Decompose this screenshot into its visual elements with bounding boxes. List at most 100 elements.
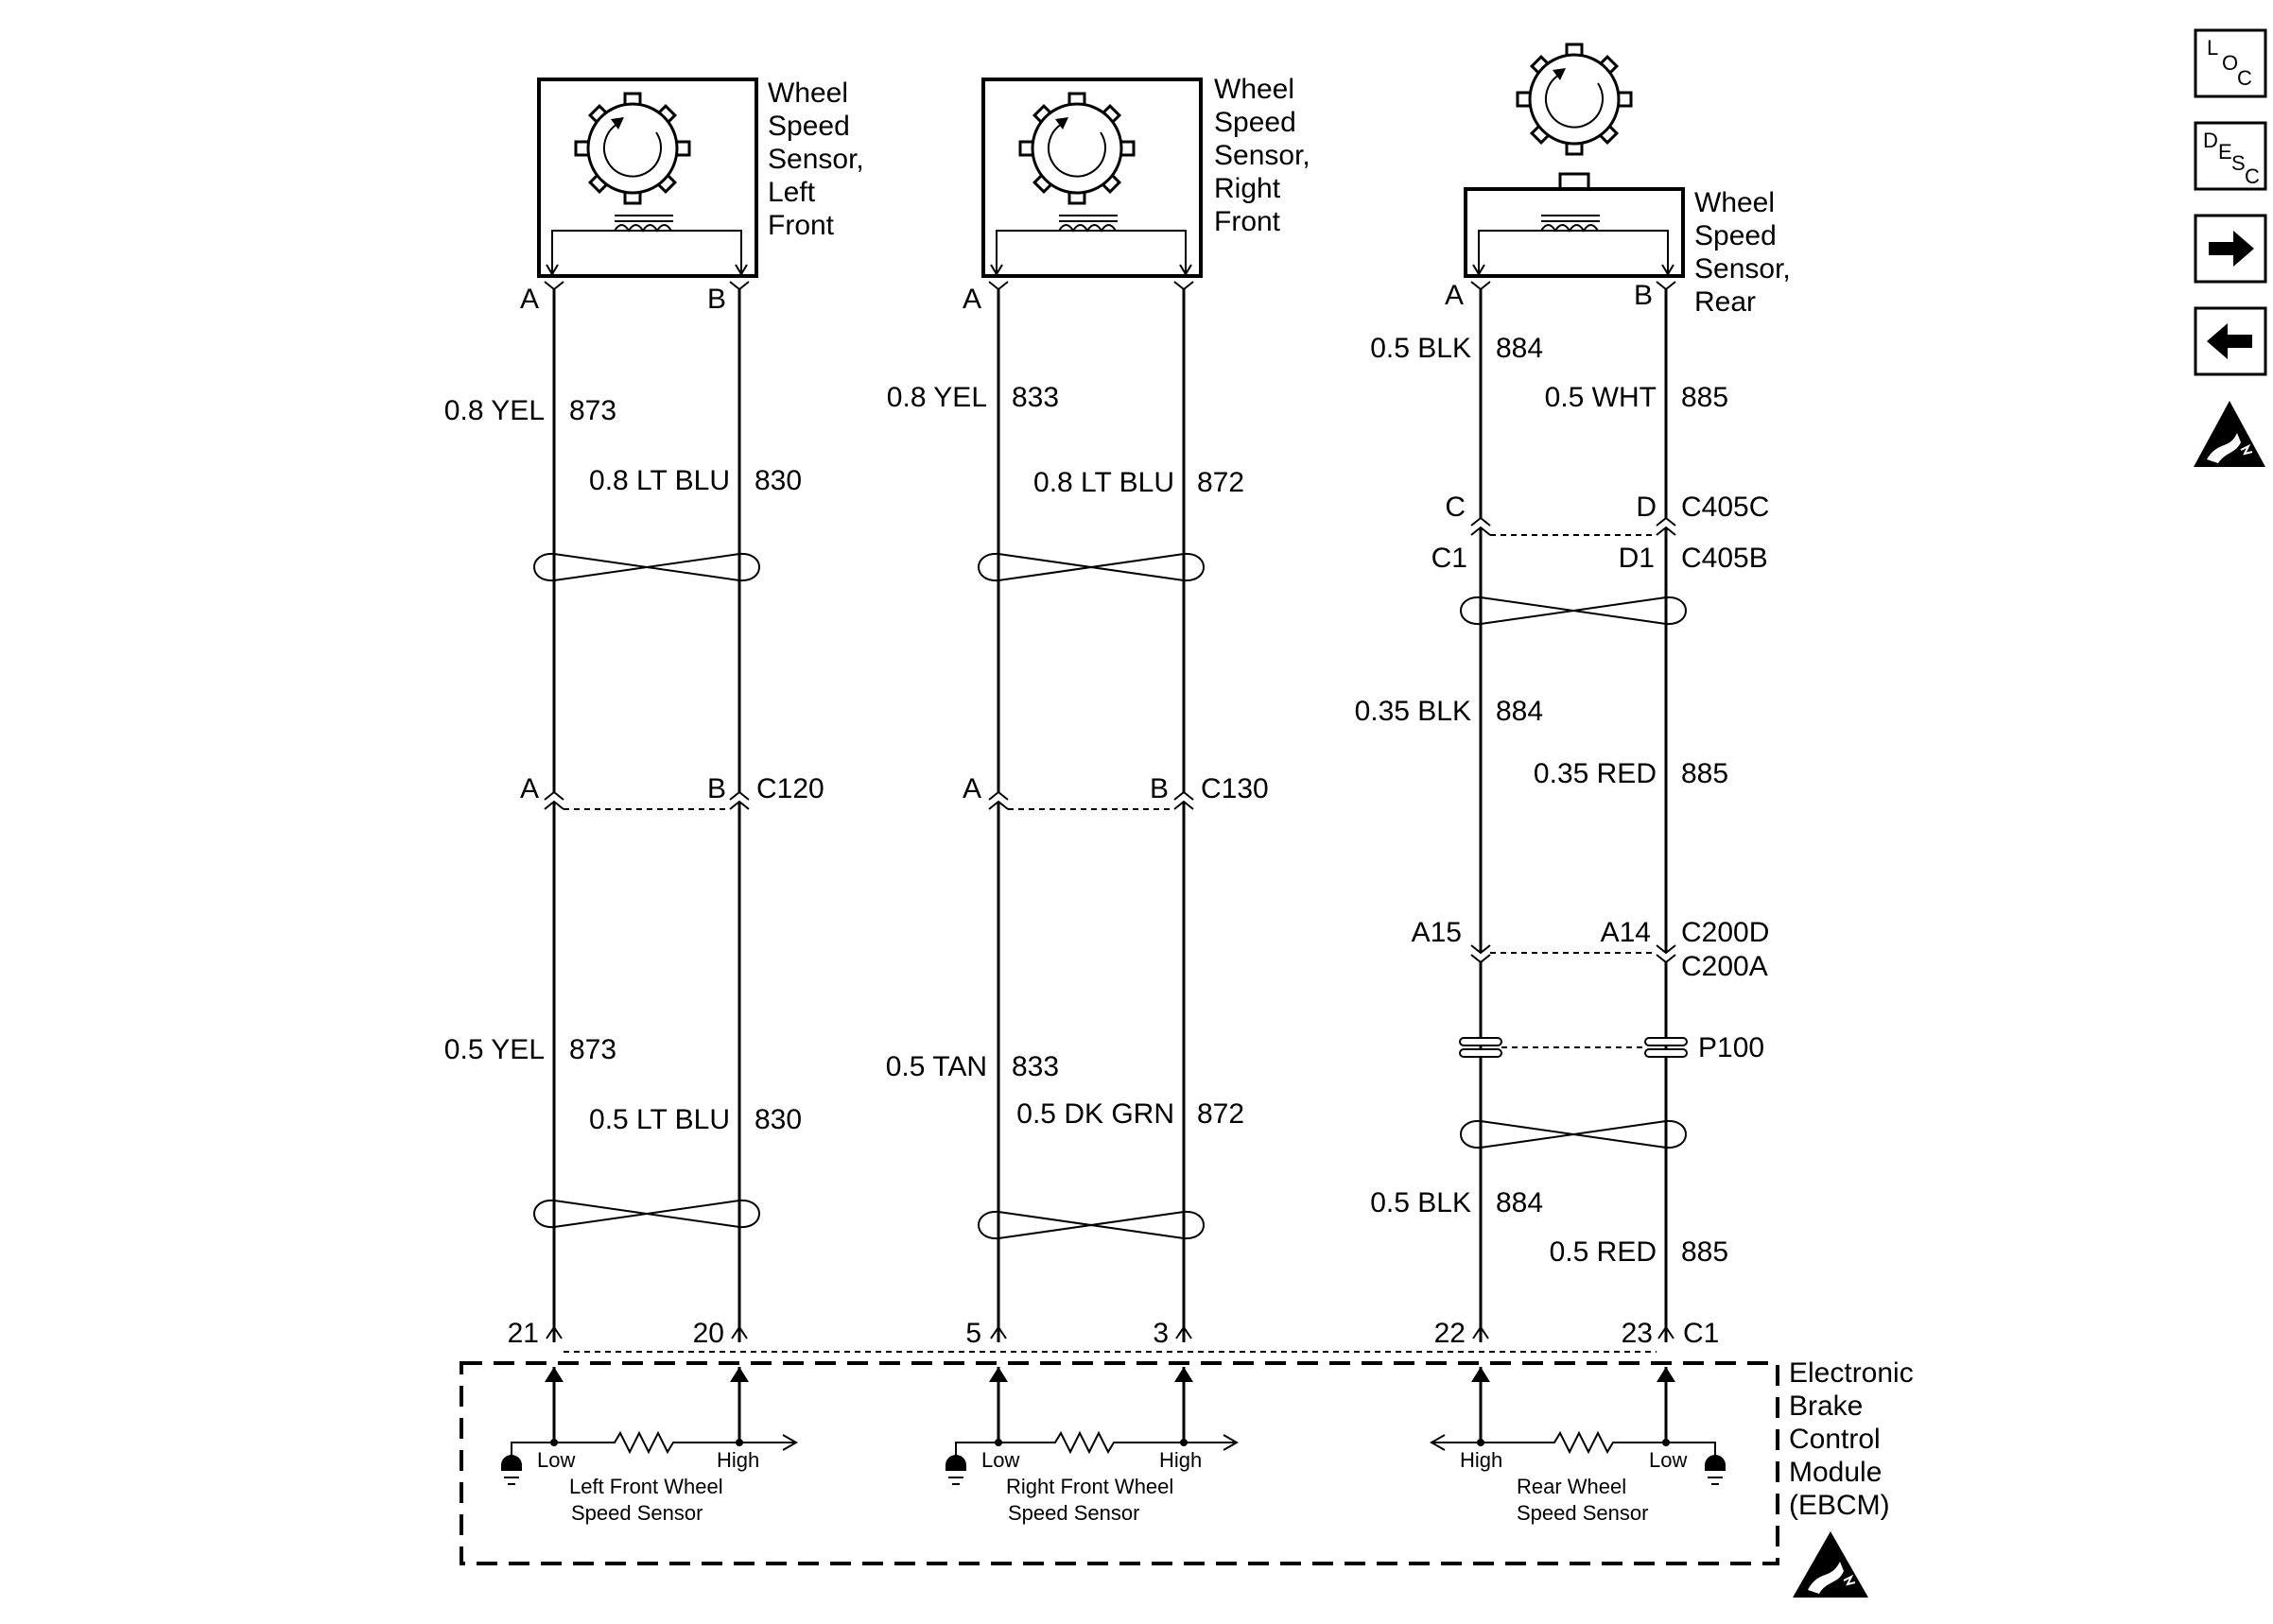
nav-prev-button[interactable] (2194, 306, 2267, 376)
wire-color: 0.5 LT BLU (589, 1104, 730, 1135)
circuit-name: Speed Sensor (1517, 1501, 1648, 1525)
wire-color: 0.5 BLK (1370, 333, 1471, 364)
desc-letter: S (2231, 151, 2246, 175)
module-title-line5: (EBCM) (1789, 1490, 1890, 1521)
esd-info-button[interactable] (2194, 401, 2265, 467)
sensor-coil-icon (990, 215, 1192, 276)
sensor-tone-wheel-icon (574, 92, 691, 205)
nav-loc-button[interactable]: L O C (2194, 28, 2267, 98)
connector-id: C130 (1201, 773, 1269, 804)
sensor-title-line3: Sensor, (768, 144, 864, 175)
sensor-tone-wheel-icon (1018, 92, 1136, 205)
nav-desc-button[interactable]: D E S C (2194, 121, 2267, 191)
module-pin: 3 (1153, 1318, 1169, 1349)
connector-pin: D (1636, 492, 1657, 523)
pin-label: B (707, 284, 726, 315)
sensor-title-line2: Speed (768, 111, 850, 142)
sensor-title-line4: Rear (1694, 286, 1756, 318)
nav-next-button[interactable] (2194, 214, 2267, 284)
twisted-pair-icon (978, 1210, 1205, 1240)
pass-through-grommet-icon (1459, 1037, 1688, 1058)
sensor-tone-wheel-icon (1516, 43, 1633, 156)
connector-pin: C1 (1431, 543, 1467, 574)
connector-pin: A14 (1601, 917, 1651, 948)
circuit-name: Left Front Wheel (569, 1475, 723, 1498)
high-label: High (1460, 1448, 1502, 1472)
twisted-pair-icon (978, 552, 1205, 582)
module-connector-id: C1 (1683, 1318, 1719, 1349)
ground-icon (1705, 1455, 1726, 1485)
wire-circuit: 830 (755, 1104, 802, 1135)
sensor-title-line1: Wheel (1694, 187, 1775, 218)
wires-right-front: A 0.8 YEL 833 0.8 LT BLU 872 A B C130 0.… (886, 281, 1269, 1349)
arrow-left-icon (2207, 323, 2252, 359)
sensor-coil-icon (546, 215, 748, 276)
pin-label: A (1445, 280, 1464, 311)
wire-circuit: 872 (1197, 1098, 1244, 1130)
wire-circuit: 884 (1496, 333, 1543, 364)
arrow-right-icon (2209, 231, 2254, 267)
ebcm-module: Low High Left Front Wheel Speed Sensor L… (460, 1357, 1914, 1598)
desc-letter: C (2245, 164, 2260, 188)
wire-circuit: 885 (1681, 758, 1728, 789)
module-pin: 5 (965, 1318, 981, 1349)
circuit-name: Right Front Wheel (1006, 1475, 1173, 1498)
wire-color: 0.8 YEL (444, 395, 545, 426)
connector-pin: C (1445, 492, 1466, 523)
sensor-title-line3: Sensor, (1214, 140, 1310, 171)
wires-rear: A B 0.5 BLK 884 0.5 WHT 885 C D C405C C1… (1355, 280, 1770, 1349)
module-pin: 22 (1434, 1318, 1466, 1349)
wire-color: 0.5 WHT (1545, 382, 1657, 413)
connector-id: C405C (1681, 492, 1769, 523)
wire-circuit: 885 (1681, 382, 1728, 413)
wire-color: 0.5 DK GRN (1016, 1098, 1174, 1130)
low-label: Low (537, 1448, 575, 1472)
ground-icon (946, 1455, 966, 1485)
sensor-left-front: Wheel Speed Sensor, Left Front (537, 78, 864, 278)
wire-circuit: 830 (755, 465, 802, 496)
sensor-title-line4: Right (1214, 173, 1281, 204)
twisted-pair-icon (1460, 596, 1687, 626)
esd-warning-icon (1793, 1531, 1868, 1598)
sensor-rear: Wheel Speed Sensor, Rear (1464, 43, 1791, 318)
connector-pin: A (520, 773, 539, 804)
module-pin-arrows (545, 1367, 1675, 1443)
wire-color: 0.5 RED (1550, 1236, 1657, 1268)
circuit-name: Rear Wheel (1517, 1475, 1626, 1498)
wire-circuit: 833 (1012, 1051, 1059, 1082)
connector-pin: B (1150, 773, 1169, 804)
wire-color: 0.8 YEL (887, 382, 987, 413)
wire-color: 0.35 BLK (1355, 696, 1471, 727)
module-pin: 21 (508, 1318, 539, 1349)
module-title-line3: Control (1789, 1424, 1881, 1455)
connector-id: C120 (756, 773, 824, 804)
loc-letter: O (2222, 51, 2238, 75)
module-title-line4: Module (1789, 1457, 1882, 1488)
wire-color: 0.8 LT BLU (1033, 467, 1174, 498)
twisted-pair-icon (1460, 1119, 1687, 1149)
sensor-right-front: Wheel Speed Sensor, Right Front (981, 74, 1310, 278)
module-title-line1: Electronic (1789, 1357, 1914, 1389)
module-circuit-left-front: Low High Left Front Wheel Speed Sensor (501, 1430, 799, 1525)
circuit-name: Speed Sensor (1008, 1501, 1139, 1525)
sensor-title-line1: Wheel (768, 78, 848, 109)
desc-letter: E (2218, 140, 2232, 164)
wire-color: 0.35 RED (1534, 758, 1657, 789)
high-label: High (1159, 1448, 1202, 1472)
module-pin: 23 (1622, 1318, 1653, 1349)
sensor-title-line3: Sensor, (1694, 253, 1791, 285)
sensor-title-line5: Front (1214, 206, 1281, 237)
circuit-name: Speed Sensor (571, 1501, 703, 1525)
low-label: Low (981, 1448, 1019, 1472)
ground-icon (501, 1455, 522, 1485)
module-pin: 20 (693, 1318, 724, 1349)
wire-circuit: 885 (1681, 1236, 1728, 1268)
wire-circuit: 833 (1012, 382, 1059, 413)
module-title-line2: Brake (1789, 1391, 1863, 1422)
loc-letter: L (2207, 36, 2218, 60)
sensor-coil-icon (1472, 215, 1674, 276)
wire-circuit: 884 (1496, 1187, 1543, 1218)
sensor-title-line2: Speed (1694, 220, 1777, 251)
sensor-title-line2: Speed (1214, 107, 1296, 138)
